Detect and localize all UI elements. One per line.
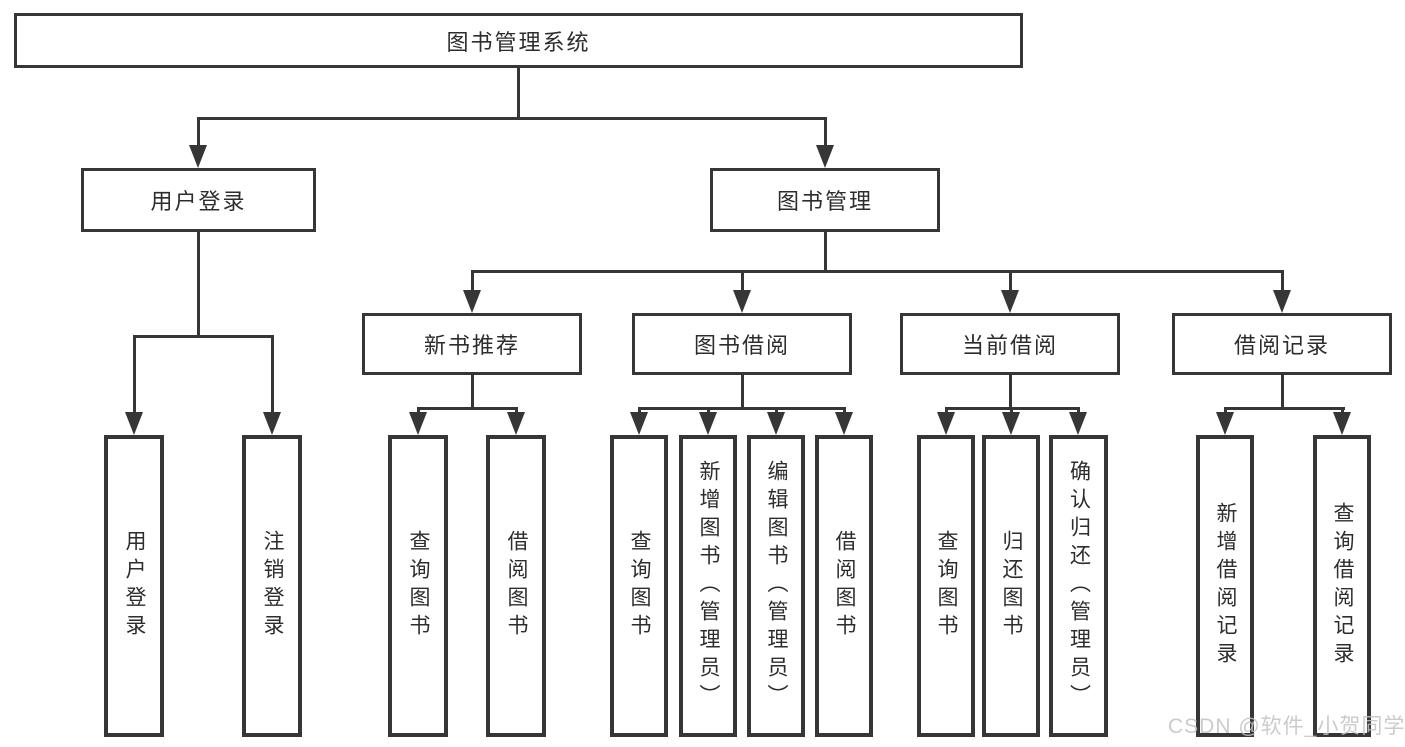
node-new-books-label: 新书推荐 <box>423 333 520 358</box>
connector-leaf-drop <box>774 407 778 415</box>
arrow-book-borrow <box>733 290 751 313</box>
connector-root-bus <box>196 117 827 120</box>
connector-borrow-records-bus <box>1223 407 1345 410</box>
arrow-leaf <box>937 412 955 435</box>
connector-leaf-drop <box>944 407 948 415</box>
leaf-query-borrow-record: 查询借阅记录 <box>1313 435 1371 737</box>
leaf-add-books-admin: 新增图书（管理员） <box>679 435 737 737</box>
connector-current-borrow-drop <box>1008 270 1012 293</box>
leaf-borrow-books-2: 借阅图书 <box>815 435 873 737</box>
connector-new-books-drop <box>470 270 474 293</box>
connector-borrow-records-drop <box>1280 270 1284 293</box>
leaf-borrow-books-1: 借阅图书 <box>486 435 546 737</box>
leaf-logout-label: 注销登录 <box>261 530 284 642</box>
node-current-borrow: 当前借阅 <box>900 313 1120 375</box>
connector-leaf-drop <box>1340 407 1344 415</box>
connector-root-stem <box>516 68 520 117</box>
arrow-login-leaf <box>125 412 143 435</box>
leaf-logout: 注销登录 <box>242 435 302 737</box>
arrow-user-login <box>189 145 207 168</box>
leaf-label: 确认归还（管理员） <box>1067 460 1091 712</box>
connector-new-books-stem <box>470 375 474 407</box>
connector-book-mgmt-bus <box>470 270 1284 273</box>
connector-current-borrow-stem <box>1008 375 1012 407</box>
arrow-new-books <box>463 290 481 313</box>
connector-user-login-drop <box>196 117 200 148</box>
leaf-label: 新增借阅记录 <box>1214 502 1237 670</box>
connector-new-books-bus <box>416 407 518 410</box>
node-borrow-records: 借阅记录 <box>1172 313 1392 375</box>
connector-book-borrow-bus <box>637 407 846 410</box>
leaf-add-borrow-record: 新增借阅记录 <box>1196 435 1254 737</box>
node-current-borrow-label: 当前借阅 <box>961 333 1058 358</box>
connector-user-login-stem <box>196 232 200 335</box>
leaf-edit-books-admin: 编辑图书（管理员） <box>747 435 805 737</box>
connector-leaf-drop <box>514 407 518 415</box>
connector-book-borrow-drop <box>740 270 744 293</box>
connector-logout-leaf-drop <box>270 335 274 415</box>
leaf-query-books-3: 查询图书 <box>917 435 975 737</box>
arrow-leaf <box>767 412 785 435</box>
node-user-login-label: 用户登录 <box>150 189 247 214</box>
leaf-query-books-2: 查询图书 <box>610 435 668 737</box>
leaf-user-login: 用户登录 <box>104 435 164 737</box>
node-borrow-records-label: 借阅记录 <box>1233 333 1330 358</box>
connector-leaf-drop <box>637 407 641 415</box>
leaf-return-books: 归还图书 <box>982 435 1040 737</box>
connector-leaf-drop <box>706 407 710 415</box>
arrow-leaf <box>630 412 648 435</box>
leaf-label: 借阅图书 <box>505 530 528 642</box>
node-book-borrow-label: 图书借阅 <box>693 333 790 358</box>
node-new-books: 新书推荐 <box>362 313 582 375</box>
arrow-logout-leaf <box>263 412 281 435</box>
leaf-user-login-label: 用户登录 <box>123 530 146 642</box>
leaf-label: 查询图书 <box>407 530 430 642</box>
connector-book-borrow-stem <box>740 375 744 407</box>
arrow-leaf <box>1002 412 1020 435</box>
connector-leaf-drop <box>1009 407 1013 415</box>
connector-borrow-records-stem <box>1280 375 1284 407</box>
connector-leaf-drop <box>416 407 420 415</box>
leaf-label: 查询借阅记录 <box>1331 502 1354 670</box>
node-root-label: 图书管理系统 <box>446 29 591 55</box>
node-user-login: 用户登录 <box>81 168 316 232</box>
arrow-leaf <box>1333 412 1351 435</box>
arrow-leaf <box>507 412 525 435</box>
connector-leaf-drop <box>1223 407 1227 415</box>
leaf-label: 借阅图书 <box>833 530 856 642</box>
connector-leaf-drop <box>1076 407 1080 415</box>
arrow-leaf <box>409 412 427 435</box>
connector-login-leaf-drop <box>132 335 136 415</box>
connector-book-mgmt-drop <box>823 117 827 148</box>
node-book-mgmt: 图书管理 <box>710 168 940 232</box>
csdn-watermark: CSDN @软件_小贺同学 <box>1168 715 1405 738</box>
arrow-book-mgmt <box>816 145 834 168</box>
node-book-borrow: 图书借阅 <box>632 313 852 375</box>
leaf-label: 查询图书 <box>935 530 958 642</box>
arrow-leaf <box>699 412 717 435</box>
arrow-current-borrow <box>1001 290 1019 313</box>
leaf-label: 归还图书 <box>1000 530 1023 642</box>
node-book-mgmt-label: 图书管理 <box>776 189 873 214</box>
node-root: 图书管理系统 <box>14 13 1023 68</box>
connector-user-login-bus <box>132 335 274 338</box>
leaf-confirm-return-admin: 确认归还（管理员） <box>1049 435 1108 737</box>
leaf-query-books-1: 查询图书 <box>388 435 448 737</box>
connector-book-mgmt-stem <box>823 232 827 270</box>
leaf-label: 编辑图书（管理员） <box>765 460 788 712</box>
connector-leaf-drop <box>842 407 846 415</box>
arrow-leaf <box>835 412 853 435</box>
arrow-leaf <box>1069 412 1087 435</box>
leaf-label: 查询图书 <box>628 530 651 642</box>
arrow-leaf <box>1216 412 1234 435</box>
arrow-borrow-records <box>1273 290 1291 313</box>
leaf-label: 新增图书（管理员） <box>697 460 720 712</box>
